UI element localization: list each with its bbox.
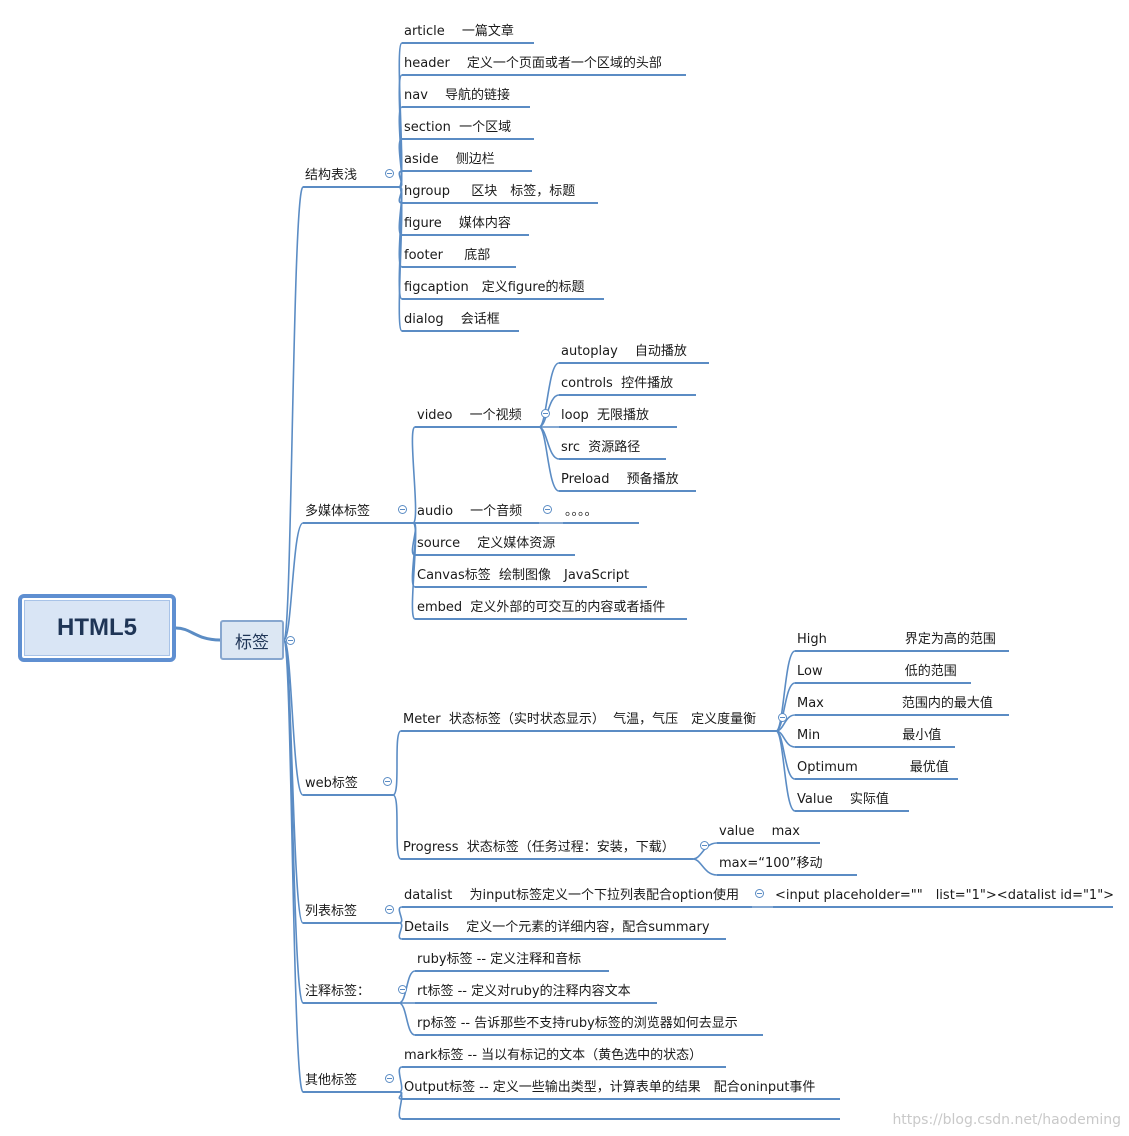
leaf-node-ruby[interactable]: ruby标签 -- 定义注释和音标 (415, 952, 609, 972)
leaf-node-optimum[interactable]: Optimum 最优值 (795, 760, 958, 780)
sub-node-progress[interactable]: Progress 状态标签（任务过程：安装，下载） (401, 840, 693, 860)
leaf-node-high[interactable]: High 界定为高的范围 (795, 632, 1009, 652)
connector-sub-node-video-to-leaf-node-src (538, 426, 560, 460)
leaf-node-hgroup[interactable]: hgroup 区块 标签，标题 (402, 184, 598, 204)
connector-sub-node-meter-to-leaf-node-min (775, 730, 796, 748)
leaf-node-empty[interactable] (402, 1112, 840, 1120)
leaf-node-article[interactable]: article 一篇文章 (402, 24, 534, 44)
main-topic-node[interactable]: 标签 (220, 620, 284, 660)
leaf-node-low[interactable]: Low 低的范围 (795, 664, 971, 684)
leaf-node-min[interactable]: Min 最小值 (795, 728, 955, 748)
sub-node-audio[interactable]: audio 一个音频 (415, 504, 539, 524)
collapse-icon-structure[interactable] (385, 169, 394, 178)
leaf-node-rt[interactable]: rt标签 -- 定义对ruby的注释内容文本 (415, 984, 657, 1004)
leaf-node-rp[interactable]: rp标签 -- 告诉那些不支持ruby标签的浏览器如何去显示 (415, 1016, 763, 1036)
leaf-node-value-max[interactable]: value max (717, 824, 820, 844)
leaf-node-src[interactable]: src 资源路径 (559, 440, 666, 460)
leaf-node-dialog[interactable]: dialog 会话框 (402, 312, 519, 332)
collapse-icon-other[interactable] (385, 1074, 394, 1083)
leaf-node-canvas[interactable]: Canvas标签 绘制图像 JavaScript (415, 568, 647, 588)
watermark: https://blog.csdn.net/haodeming (892, 1112, 1121, 1128)
leaf-node-max-100[interactable]: max=“100”移动 (717, 856, 857, 876)
leaf-node-source[interactable]: source 定义媒体资源 (415, 536, 575, 556)
sub-node-video[interactable]: video 一个视频 (415, 408, 539, 428)
category-node-multimedia[interactable]: 多媒体标签 (303, 504, 413, 524)
leaf-node-ellipsis[interactable]: 。。。。 (563, 504, 639, 524)
leaf-node-embed[interactable]: embed 定义外部的可交互的内容或者插件 (415, 600, 687, 620)
connector-sub-node-video-to-leaf-node-autoplay (538, 362, 560, 428)
category-node-list[interactable]: 列表标签 (303, 904, 399, 924)
collapse-icon-web[interactable] (383, 777, 392, 786)
leaf-node-value[interactable]: Value 实际值 (795, 792, 909, 812)
connector-sub-node-video-to-leaf-node-preload (538, 426, 560, 492)
connector-main-topic-node-to-category-node-list (283, 639, 304, 924)
root-node[interactable]: HTML5 (18, 594, 176, 662)
collapse-icon-list[interactable] (385, 905, 394, 914)
collapse-icon-video[interactable] (541, 409, 550, 418)
leaf-node-details[interactable]: Details 定义一个元素的详细内容，配合summary (402, 920, 726, 940)
connector-main-topic-node-to-category-node-annotation (283, 639, 304, 1004)
leaf-node-datalist-example[interactable]: <input placeholder="" list="1"><datalist… (773, 888, 1114, 908)
connector-category-node-web-to-sub-node-progress (392, 794, 402, 860)
leaf-node-section[interactable]: section 一个区域 (402, 120, 534, 140)
collapse-icon-annotation[interactable] (398, 985, 407, 994)
collapse-icon-progress[interactable] (700, 841, 709, 850)
connector-category-node-annotation-to-leaf-node-rp (398, 1002, 416, 1036)
connector-category-node-structure-to-leaf-node-nav (398, 106, 403, 188)
category-node-other[interactable]: 其他标签 (303, 1073, 399, 1093)
leaf-node-footer[interactable]: footer 底部 (402, 248, 516, 268)
connector-sub-node-meter-to-leaf-node-value (775, 730, 796, 812)
sub-node-meter[interactable]: Meter 状态标签（实时状态显示） 气温，气压 定义度量衡 (401, 712, 776, 732)
leaf-node-loop[interactable]: loop 无限播放 (559, 408, 677, 428)
collapse-icon-multimedia[interactable] (398, 505, 407, 514)
leaf-node-figcaption[interactable]: figcaption 定义figure的标题 (402, 280, 604, 300)
leaf-node-header[interactable]: header 定义一个页面或者一个区域的头部 (402, 56, 686, 76)
category-node-annotation[interactable]: 注释标签： (303, 984, 399, 1004)
leaf-node-nav[interactable]: nav 导航的链接 (402, 88, 530, 108)
leaf-node-preload[interactable]: Preload 预备播放 (559, 472, 696, 492)
connector-category-node-web-to-sub-node-meter (392, 730, 402, 796)
leaf-node-output[interactable]: Output标签 -- 定义一些输出类型，计算表单的结果 配合oninput事件 (402, 1080, 840, 1100)
connector-main-topic-node-to-category-node-multimedia (283, 522, 304, 641)
connector-sub-node-meter-to-leaf-node-optimum (775, 730, 796, 780)
connector-sub-node-progress-to-leaf-node-max-100 (692, 858, 718, 876)
connector-sub-node-meter-to-leaf-node-low (775, 682, 796, 732)
sub-node-datalist[interactable]: datalist 为input标签定义一个下拉列表配合option使用 (402, 888, 752, 908)
connector-root-node-to-main-topic-node (175, 626, 221, 642)
category-node-structure[interactable]: 结构表浅 (303, 168, 399, 188)
collapse-icon-datalist[interactable] (755, 889, 764, 898)
leaf-node-aside[interactable]: aside 侧边栏 (402, 152, 532, 172)
connector-main-topic-node-to-category-node-web (283, 639, 304, 796)
category-node-web[interactable]: web标签 (303, 776, 393, 796)
collapse-icon-meter[interactable] (778, 713, 787, 722)
connector-main-topic-node-to-category-node-other (283, 639, 304, 1093)
main-collapse-icon[interactable] (286, 636, 295, 645)
collapse-icon-audio[interactable] (543, 505, 552, 514)
connector-main-topic-node-to-category-node-structure (283, 186, 304, 641)
leaf-node-mark[interactable]: mark标签 -- 当以有标记的文本（黄色选中的状态） (402, 1048, 726, 1068)
leaf-node-figure[interactable]: figure 媒体内容 (402, 216, 529, 236)
leaf-node-controls[interactable]: controls 控件播放 (559, 376, 696, 396)
leaf-node-max[interactable]: Max 范围内的最大值 (795, 696, 1009, 716)
leaf-node-autoplay[interactable]: autoplay 自动播放 (559, 344, 709, 364)
